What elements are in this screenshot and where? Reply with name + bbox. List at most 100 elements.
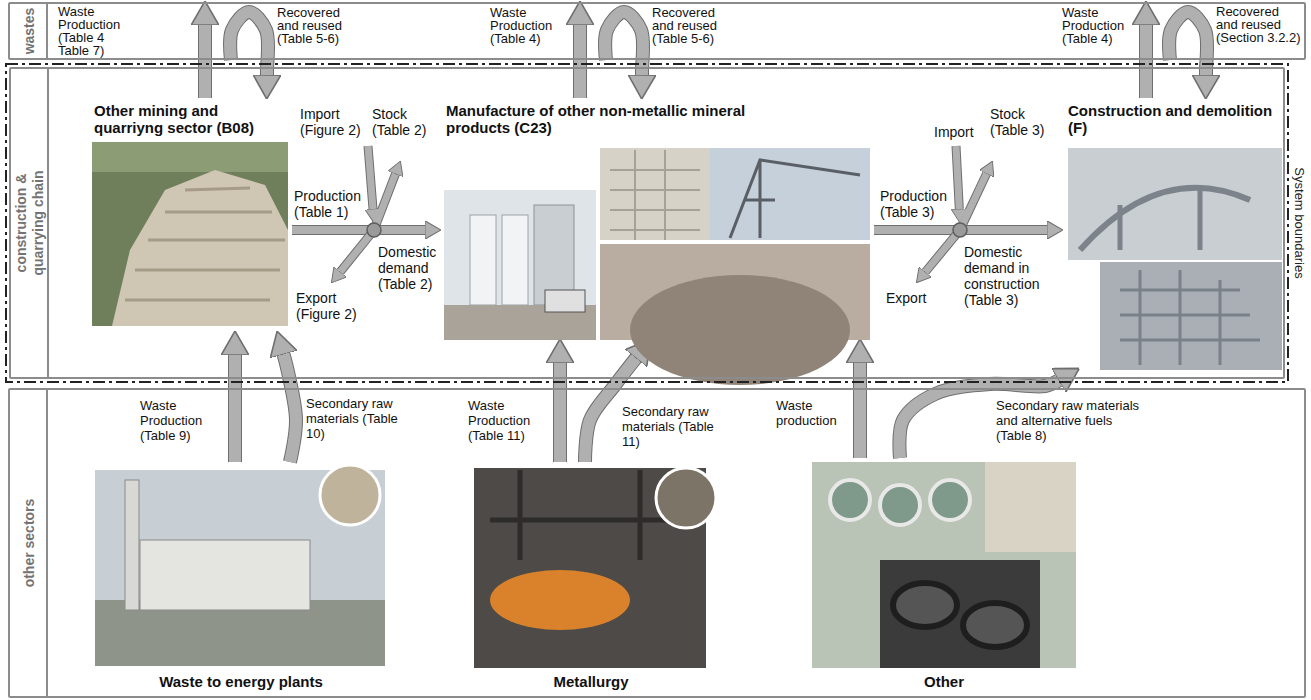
flow-label: Export (Figure 2) [296,290,360,322]
block-photo [600,148,710,240]
waste-to-energy-photo [95,465,385,666]
building-photo [1100,262,1282,370]
other-photos [812,462,1076,668]
arrow-body [574,25,586,98]
arrow-body [230,12,268,75]
cattle-photo [985,462,1076,552]
quarry-benches [125,188,285,300]
export-arrow [925,230,960,272]
sector-group: Waste to energy plants [90,462,392,694]
arrow-body [199,25,211,98]
flow-arrow [205,25,206,98]
tank [880,485,920,525]
flow-label: Import [934,124,986,140]
flow-label: Export [886,290,942,306]
treatment-photo [812,462,1076,668]
sector-title: Other mining and quarriyng sector (B08) [94,102,284,136]
flow-arrow [230,12,268,75]
sector-title: Metallurgy [553,673,628,690]
arrow-outline [284,354,296,462]
tank [830,480,870,520]
flow-label: Production (Table 1) [294,188,364,220]
metallurgy-photo [474,468,716,668]
slag-inset [656,468,716,528]
sector-group: Other [808,458,1080,694]
arrow-outline [340,146,986,272]
silo [470,215,496,305]
crane-photo [710,148,870,240]
sector-title: Other [924,673,964,690]
crane-lines [730,160,860,238]
flow-label: Production (Table 3) [880,188,950,220]
flow-label: Secondary raw materials (Table 11) [622,404,714,449]
band-heading: wastes [21,8,38,55]
block-lines [610,150,700,240]
arrow-body [284,354,296,462]
band-heading: construction & quarrying chain [13,158,47,288]
plant-building [140,540,310,610]
silo [502,215,528,305]
flow-label: Waste production [776,398,848,428]
stock-arrow [960,174,987,230]
demolition-photos [1068,148,1282,370]
quarry-face [112,170,288,326]
arrow-outline [292,225,425,235]
import-arrow [368,146,373,209]
sector-title: Construction and demolition (F) [1068,102,1274,136]
dash-dot-line [6,64,1288,382]
flow-arrow [1169,12,1207,75]
arrow-outline [1139,25,1153,98]
sector-title: Manufacture of other non-metallic minera… [446,102,746,136]
tyre [893,583,957,627]
photo-ground [92,142,288,326]
arrow-body [1169,12,1207,75]
flow-arrow [1146,25,1147,98]
sector-title: Waste to energy plants [159,673,323,690]
boundary-label: System boundaries [1292,167,1307,278]
concrete-plant-photo [444,190,596,340]
junction-dot [367,223,381,237]
band-heading: other sectors [21,499,38,588]
bridge-pillars [1120,185,1200,250]
tank [930,480,970,520]
truck [545,290,585,312]
flow-arrow [605,12,643,75]
photo-trees [92,142,288,172]
flow-label: Recovered and reused (Table 5-6) [652,6,730,45]
bridge-photo [1068,148,1282,260]
import-arrow [956,146,959,209]
tyre-photo [880,560,1040,668]
arrow-outline [605,12,643,75]
arrow-outline [230,12,268,75]
flow-label: Stock (Table 2) [372,106,432,138]
quarry-photo [92,142,288,326]
flow-arrow [235,355,236,462]
arrow-outline [198,25,212,98]
flow-label: Secondary raw materials (Table 10) [306,396,398,441]
flow-label: Waste Production (Table 4 Table 7) [58,5,132,57]
band-panel: Other mining and quarriyng sector (B08) M… [9,67,1285,379]
flow-label: Stock (Table 3) [990,106,1050,138]
flow-label: Waste Production (Table 4) [490,6,560,45]
arrow-body [1140,25,1152,98]
flow-label: Waste Production (Table 11) [468,398,548,443]
stock-arrow [374,174,395,230]
connector-group [205,12,1207,462]
sector-group: Metallurgy [470,462,712,694]
flow-label: Waste Production (Table 9) [140,398,222,443]
ash-inset [320,465,380,525]
boundary-frame: Other mining and quarriyng sector (B08) M… [5,63,1289,383]
sector-group: Construction and demolition (F) [1062,98,1282,372]
flow-arrow [284,354,296,462]
flow-label: Import (Figure 2) [300,106,364,138]
sector-group: Other mining and quarriyng sector (B08) [88,98,292,332]
gravel-pile [630,275,850,385]
flow-arrow [580,25,581,98]
flow-label: Domestic demand (Table 2) [378,244,440,292]
flow-arrow [292,230,425,231]
arrow-body [229,355,241,462]
tyre [963,603,1027,647]
arrow-outline [228,355,242,462]
arrow-body [605,12,643,75]
building-floors [1120,270,1260,365]
